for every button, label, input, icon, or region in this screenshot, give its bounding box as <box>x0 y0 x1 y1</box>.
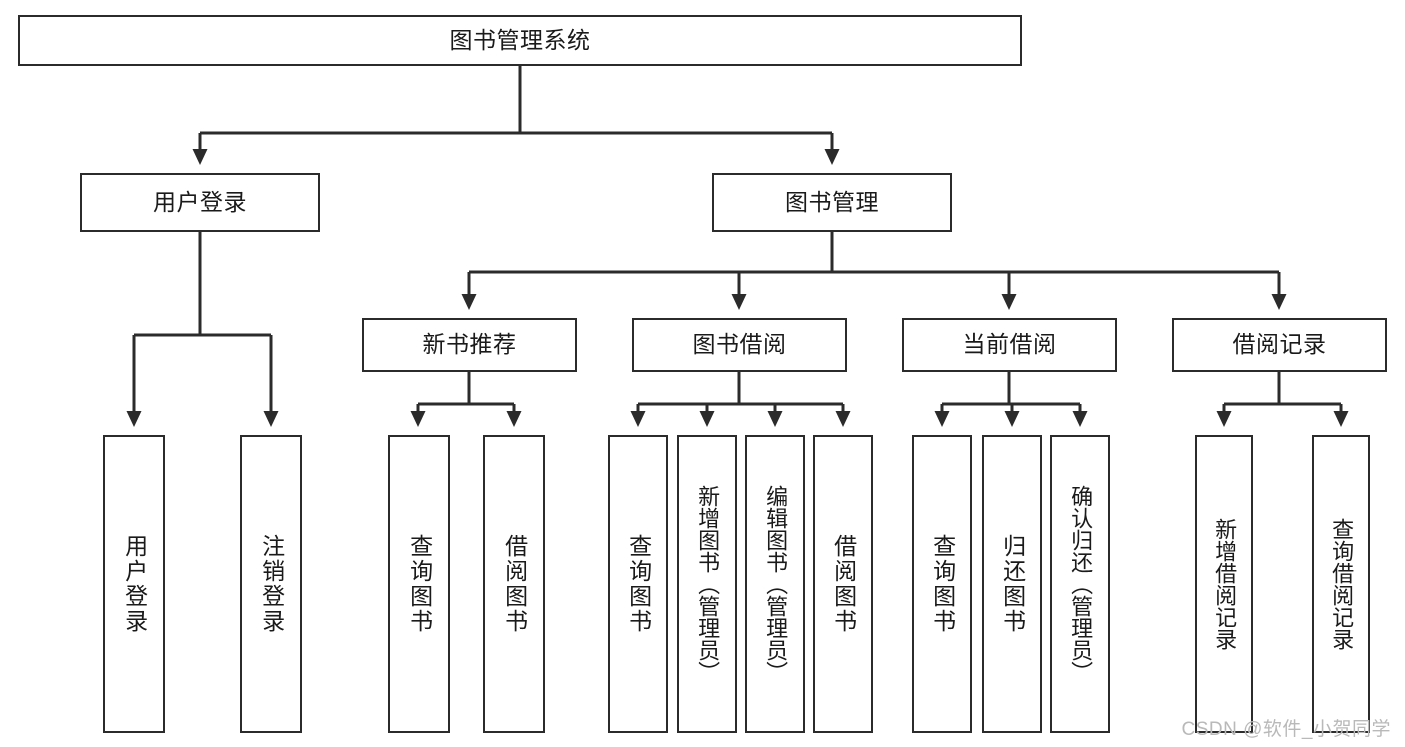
node-label: 用户登录 <box>153 188 247 215</box>
watermark: CSDN @软件_小贺同学 <box>1181 719 1391 740</box>
node-label: 编辑图书（管理员） <box>763 485 789 683</box>
leaf-node[interactable]: 借阅图书 <box>483 435 545 733</box>
level3-node[interactable]: 当前借阅 <box>902 318 1117 372</box>
node-label: 注销登录 <box>258 534 285 634</box>
node-label: 图书管理 <box>785 188 879 215</box>
arrow-head-drop-leaf-4 <box>506 411 522 427</box>
arrow-head-drop-records <box>1271 294 1287 310</box>
arrow-head-drop-leaf-6 <box>699 411 715 427</box>
arrow-head-drop-leaf-12 <box>1216 411 1232 427</box>
leaf-node[interactable]: 注销登录 <box>240 435 302 733</box>
node-label: 借阅图书 <box>501 534 528 634</box>
leaf-node[interactable]: 新增借阅记录 <box>1195 435 1253 733</box>
arrow-head-drop-leaf-11 <box>1072 411 1088 427</box>
leaf-node[interactable]: 确认归还（管理员） <box>1050 435 1110 733</box>
leaf-node[interactable]: 用户登录 <box>103 435 165 733</box>
node-label: 查询图书 <box>406 534 433 634</box>
leaf-node[interactable]: 查询图书 <box>388 435 450 733</box>
node-label: 归还图书 <box>999 534 1026 634</box>
arrow-head-drop-leaf-1 <box>126 411 142 427</box>
arrow-head-drop-borrow <box>731 294 747 310</box>
node-label: 查询图书 <box>625 534 652 634</box>
arrow-head-drop-leaf-3 <box>410 411 426 427</box>
arrow-head-drop-user-login <box>192 149 208 165</box>
arrow-head-drop-book-mgmt <box>824 149 840 165</box>
node-label: 图书管理系统 <box>449 26 591 53</box>
node-label: 新增图书（管理员） <box>695 485 721 683</box>
node-label: 新增借阅记录 <box>1212 518 1238 650</box>
arrow-head-drop-current <box>1001 294 1017 310</box>
arrow-head-drop-leaf-8 <box>835 411 851 427</box>
level3-node[interactable]: 新书推荐 <box>362 318 577 372</box>
node-label: 借阅图书 <box>830 534 857 634</box>
leaf-node[interactable]: 查询图书 <box>608 435 668 733</box>
node-label: 查询图书 <box>929 534 956 634</box>
level2-node[interactable]: 图书管理 <box>712 173 952 232</box>
leaf-node[interactable]: 查询借阅记录 <box>1312 435 1370 733</box>
arrow-head-drop-leaf-2 <box>263 411 279 427</box>
node-label: 用户登录 <box>121 534 148 634</box>
node-label: 图书借阅 <box>692 331 787 358</box>
arrow-head-drop-leaf-7 <box>767 411 783 427</box>
level3-node[interactable]: 图书借阅 <box>632 318 847 372</box>
leaf-node[interactable]: 新增图书（管理员） <box>677 435 737 733</box>
node-label: 新书推荐 <box>422 331 517 358</box>
leaf-node[interactable]: 编辑图书（管理员） <box>745 435 805 733</box>
leaf-node[interactable]: 借阅图书 <box>813 435 873 733</box>
arrow-head-drop-leaf-13 <box>1333 411 1349 427</box>
node-label: 当前借阅 <box>962 331 1057 358</box>
node-label: 借阅记录 <box>1232 331 1327 358</box>
level2-node[interactable]: 用户登录 <box>80 173 320 232</box>
arrow-head-drop-leaf-5 <box>630 411 646 427</box>
arrow-head-drop-new-book <box>461 294 477 310</box>
node-label: 确认归还（管理员） <box>1068 485 1094 683</box>
leaf-node[interactable]: 查询图书 <box>912 435 972 733</box>
node-label: 查询借阅记录 <box>1329 518 1355 650</box>
leaf-node[interactable]: 归还图书 <box>982 435 1042 733</box>
arrow-head-drop-leaf-9 <box>934 411 950 427</box>
root-node[interactable]: 图书管理系统 <box>18 15 1022 66</box>
level3-node[interactable]: 借阅记录 <box>1172 318 1387 372</box>
arrow-head-drop-leaf-10 <box>1004 411 1020 427</box>
